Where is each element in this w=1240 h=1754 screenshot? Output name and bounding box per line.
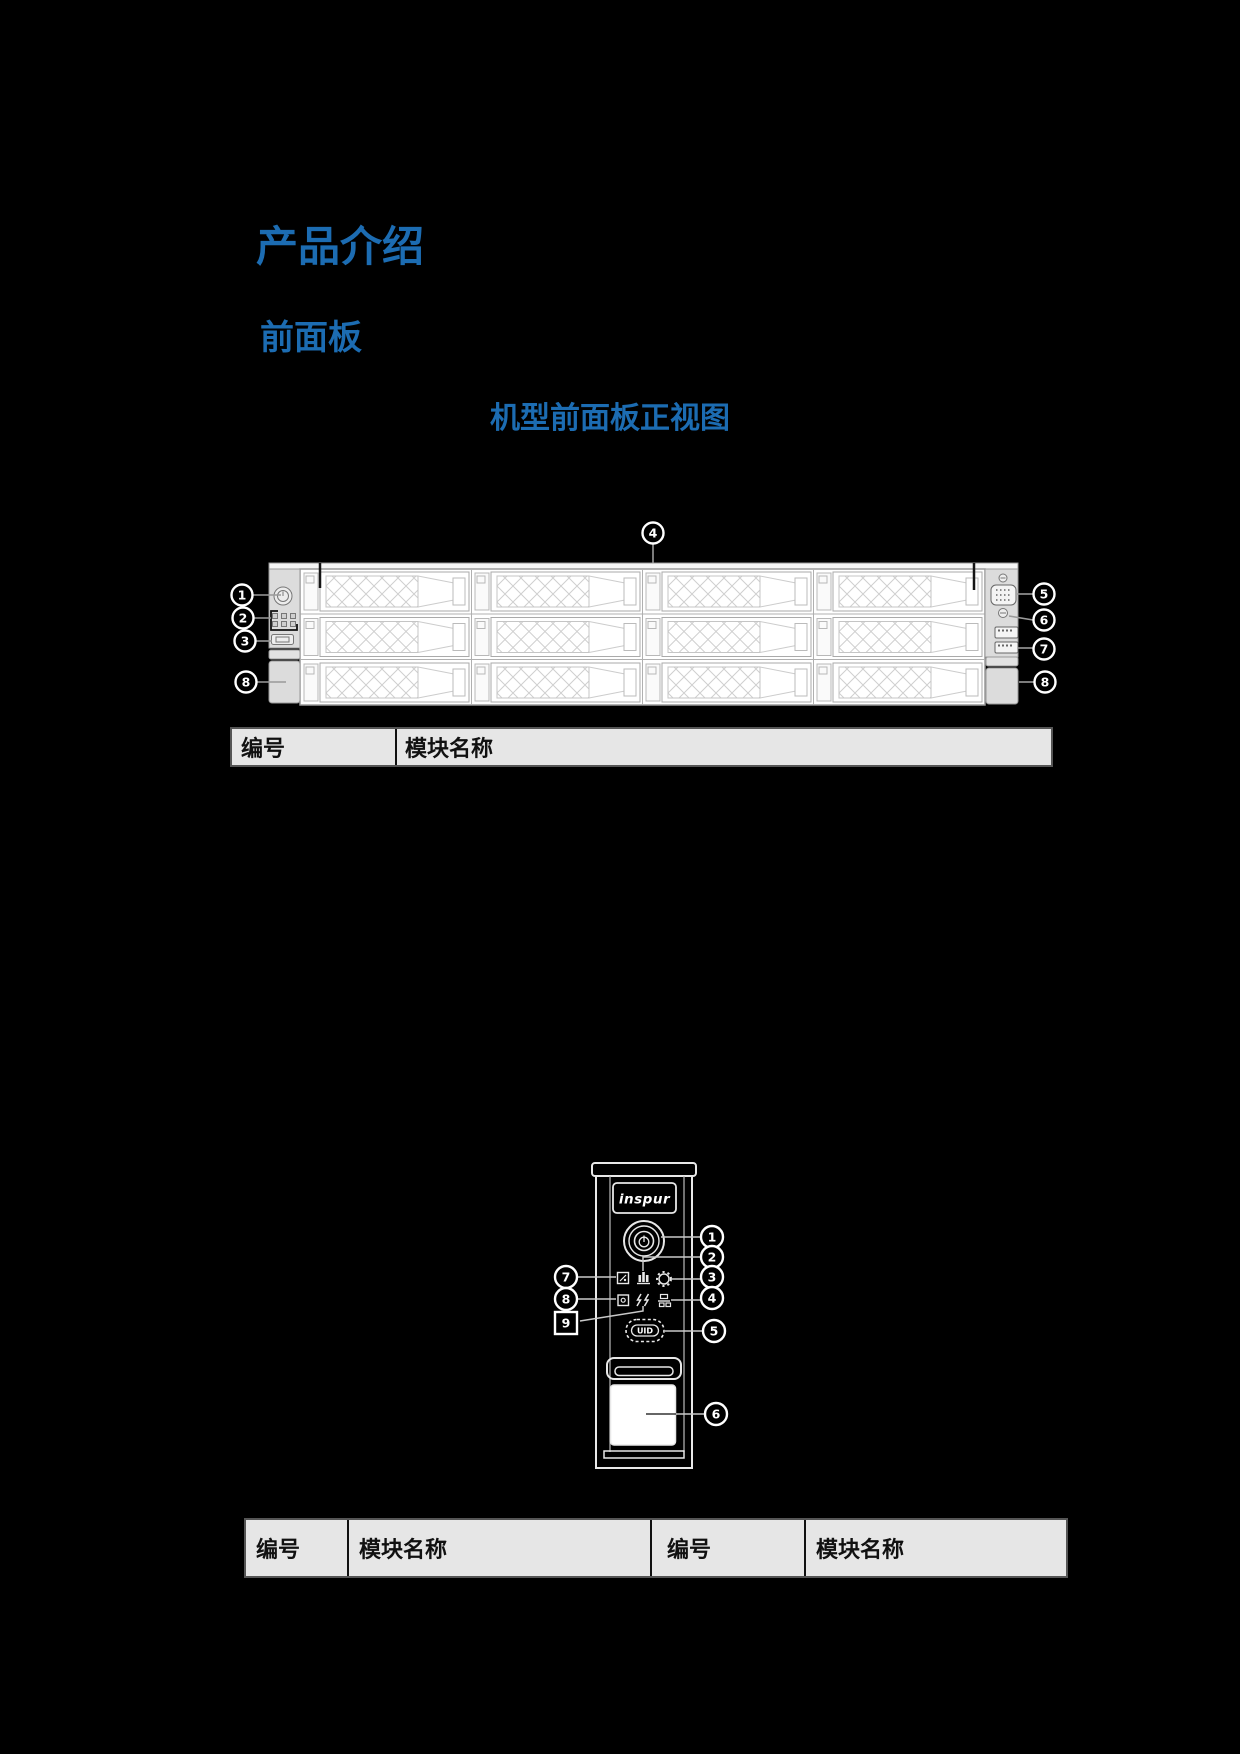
control-panel-figure: inspur UID xyxy=(553,1162,729,1469)
callout-7: 7 xyxy=(553,1264,579,1290)
svg-text:9: 9 xyxy=(562,1316,571,1331)
callout-4: 4 xyxy=(699,1285,725,1311)
svg-text:4: 4 xyxy=(708,1291,717,1306)
system-status-led-icon xyxy=(616,1271,630,1285)
leader-lines xyxy=(577,1236,704,1415)
label-area xyxy=(609,1384,677,1446)
svg-text:5: 5 xyxy=(1040,587,1049,602)
svg-text:8: 8 xyxy=(242,675,251,690)
right-rack-ear xyxy=(985,656,1019,705)
inspur-logo: inspur xyxy=(612,1182,677,1214)
callout-7: 7 xyxy=(1032,637,1056,661)
table-header-module-name: 模块名称 xyxy=(349,1520,652,1576)
figure-caption: 机型前面板正视图 xyxy=(490,401,730,436)
svg-text:7: 7 xyxy=(1040,642,1049,657)
front-usb-port-icon xyxy=(271,634,294,645)
table-header-number: 编号 xyxy=(652,1520,806,1576)
svg-text:2: 2 xyxy=(708,1250,717,1265)
left-rack-ear xyxy=(268,649,301,704)
callout-8-left: 8 xyxy=(234,670,258,694)
temperature-warning-led-icon xyxy=(658,1293,672,1308)
svg-text:7: 7 xyxy=(562,1270,571,1285)
disk-activity-led-icon xyxy=(617,1294,630,1307)
svg-text:8: 8 xyxy=(1041,675,1050,690)
leader-lines xyxy=(253,544,1034,683)
svg-text:3: 3 xyxy=(708,1270,717,1285)
callout-3: 3 xyxy=(699,1264,725,1290)
callout-5: 5 xyxy=(701,1318,727,1344)
uid-button: UID xyxy=(625,1318,665,1343)
control-panel-body xyxy=(591,1162,697,1469)
left-ear-panel xyxy=(268,568,301,704)
callout-1: 1 xyxy=(699,1224,725,1250)
svg-text:UID: UID xyxy=(637,1327,653,1336)
usb-port-icon xyxy=(994,626,1019,639)
led-cluster-icon xyxy=(270,610,298,631)
callout-3: 3 xyxy=(233,629,257,653)
network-activity-led-icon xyxy=(637,1272,650,1285)
right-ear-panel xyxy=(984,568,1019,705)
svg-text:1: 1 xyxy=(238,588,247,603)
callout-4: 4 xyxy=(641,521,665,545)
power-fault-led-icon xyxy=(636,1293,650,1307)
callout-1: 1 xyxy=(230,583,254,607)
svg-text:8: 8 xyxy=(562,1292,571,1307)
screw-icon xyxy=(998,573,1008,583)
svg-text:6: 6 xyxy=(712,1407,721,1422)
svg-text:2: 2 xyxy=(239,611,248,626)
front-view-figure: 1 2 3 8 4 5 6 7 8 xyxy=(230,521,1057,706)
pull-out-tag-handle xyxy=(606,1357,682,1380)
power-button-icon xyxy=(623,1220,665,1262)
callout-6: 6 xyxy=(703,1401,729,1427)
control-panel-table: 编号 模块名称 编号 模块名称 xyxy=(244,1518,1068,1578)
front-panel-table: 编号 模块名称 xyxy=(230,727,1053,767)
callout-8: 8 xyxy=(553,1286,579,1312)
table-header-module-name: 模块名称 xyxy=(816,1538,905,1563)
svg-text:3: 3 xyxy=(241,634,250,649)
svg-text:5: 5 xyxy=(710,1324,719,1339)
section-heading: 前面板 xyxy=(260,318,362,358)
usb-port-icon xyxy=(994,641,1019,654)
vga-port-icon xyxy=(990,584,1017,606)
power-button-icon xyxy=(273,586,293,606)
callout-5: 5 xyxy=(1032,582,1056,606)
svg-text:4: 4 xyxy=(649,526,658,541)
svg-text:inspur: inspur xyxy=(619,1192,671,1208)
callout-6: 6 xyxy=(1032,608,1056,632)
panel-foot xyxy=(603,1450,685,1459)
callout-2: 2 xyxy=(231,606,255,630)
svg-text:1: 1 xyxy=(708,1230,717,1245)
svg-text:6: 6 xyxy=(1040,613,1049,628)
table-header-module-name: 模块名称 xyxy=(405,737,494,762)
screw-icon xyxy=(998,608,1008,618)
table-header-number: 编号 xyxy=(246,1520,349,1576)
callout-9: 9 xyxy=(553,1310,579,1336)
page-title: 产品介绍 xyxy=(256,222,425,271)
callout-2: 2 xyxy=(699,1244,725,1270)
callout-8-right: 8 xyxy=(1033,670,1057,694)
fan-fault-led-icon xyxy=(656,1271,672,1287)
table-header-number: 编号 xyxy=(232,729,397,765)
